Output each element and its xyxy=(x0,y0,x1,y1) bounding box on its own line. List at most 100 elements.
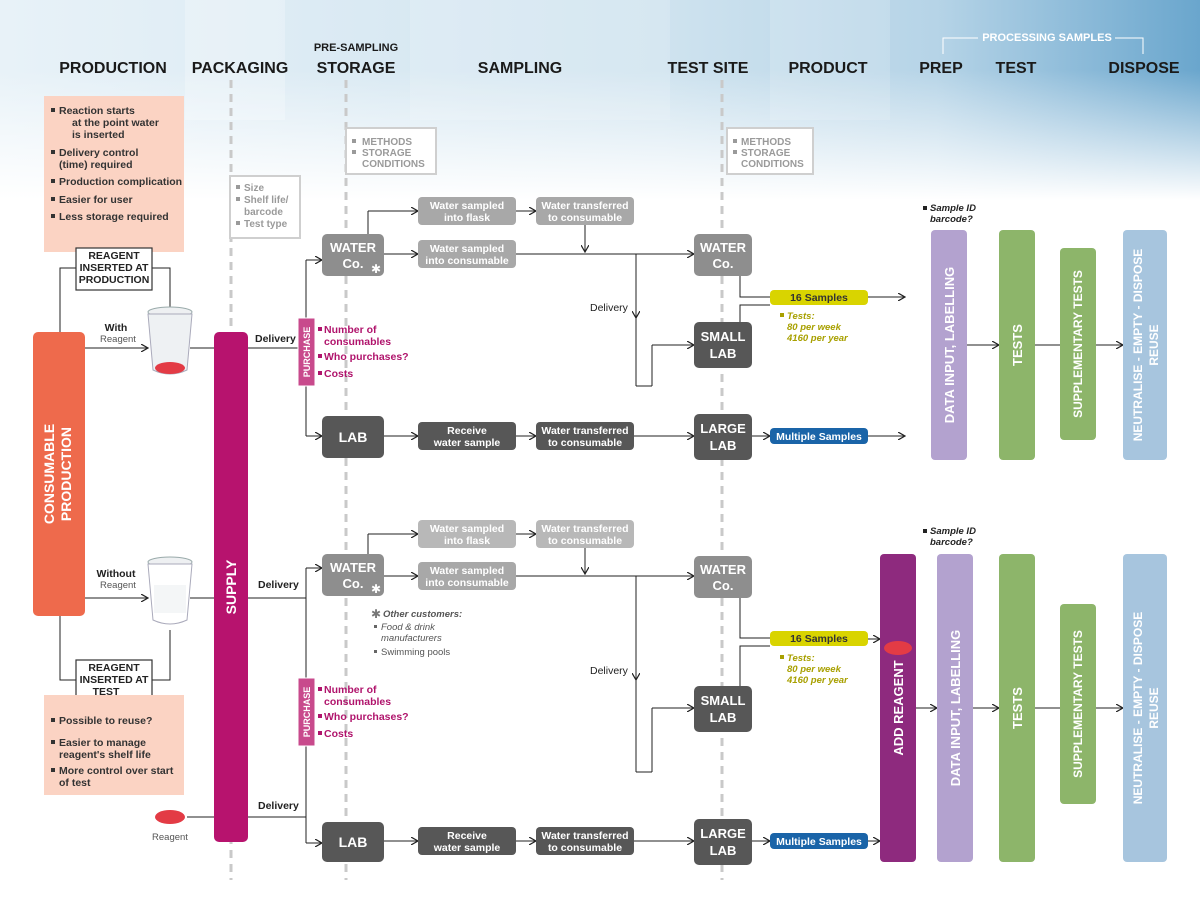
step-label: into consumable xyxy=(425,255,509,267)
supplementary-tests-bar xyxy=(1060,248,1096,440)
water-sampled-consumable-box xyxy=(418,240,516,268)
step-label: water sample xyxy=(433,842,501,854)
storage-note-text: METHODS xyxy=(362,137,412,148)
note-text: Less storage required xyxy=(59,211,169,223)
water-transferred-box xyxy=(536,520,634,548)
water-transferred-box xyxy=(536,422,634,450)
tests-label: TESTS xyxy=(1010,687,1025,729)
note-text: Reaction starts xyxy=(59,105,135,117)
storage-note-text: CONDITIONS xyxy=(362,159,425,170)
purchase-note-text: Costs xyxy=(324,728,353,740)
water-transferred-box xyxy=(536,197,634,225)
small-lab-box xyxy=(694,322,752,368)
purchase-note-text: consumables xyxy=(324,336,391,348)
reagent-box-text: INSERTED AT xyxy=(80,674,149,686)
dispose-label: NEUTRALISE - EMPTY - DISPOSE xyxy=(1131,612,1145,804)
tests-note-text: Tests: xyxy=(787,653,815,664)
without-reagent-label: Without xyxy=(97,568,136,580)
note-text: Easier for user xyxy=(59,194,133,206)
supplementary-tests-label: SUPPLEMENTARY TESTS xyxy=(1071,270,1085,418)
step-label: to consumable xyxy=(548,437,622,449)
step-label: into consumable xyxy=(425,577,509,589)
column-prep: PREP xyxy=(919,60,963,77)
water-co-label: WATER xyxy=(330,560,377,575)
test-site-notes-box xyxy=(726,127,814,175)
column-production: PRODUCTION xyxy=(59,60,167,77)
supplementary-tests-bar xyxy=(1060,604,1096,804)
data-input-bar xyxy=(931,230,967,460)
dispose-label: REUSE xyxy=(1147,687,1161,728)
step-label: Water sampled xyxy=(430,200,504,212)
sample-id-label: barcode? xyxy=(930,537,973,548)
note-text: Production complication xyxy=(59,176,182,188)
reagent-box-text: PRODUCTION xyxy=(79,274,150,286)
tests-note-text: 4160 per year xyxy=(786,675,849,686)
tests-note-text: 4160 per year xyxy=(786,333,849,344)
dispose-label: REUSE xyxy=(1147,324,1161,365)
dispose-bar xyxy=(1123,554,1167,862)
column-storage: STORAGE xyxy=(317,60,396,77)
small-lab-label: LAB xyxy=(710,710,737,725)
large-lab-label: LAB xyxy=(710,843,737,858)
large-lab-label: LARGE xyxy=(700,826,746,841)
other-customers-title: Other customers: xyxy=(383,609,462,620)
consumable-production-label: PRODUCTION xyxy=(58,427,74,521)
column-test: TEST xyxy=(996,60,1037,77)
small-lab-box xyxy=(694,686,752,732)
with-reagent-label: Reagent xyxy=(100,334,136,345)
reagent-box-text: REAGENT xyxy=(88,662,140,674)
lab-box xyxy=(322,416,384,458)
step-label: to consumable xyxy=(548,535,622,547)
reagent-box-text: REAGENT xyxy=(88,250,140,262)
data-input-label: DATA INPUT, LABELLING xyxy=(942,267,957,423)
data-input-label: DATA INPUT, LABELLING xyxy=(948,630,963,786)
multiple-samples-label: Multiple Samples xyxy=(776,836,862,848)
other-customers-text: Swimming pools xyxy=(381,647,450,658)
cup-with-reagent-icon xyxy=(147,306,193,375)
supplementary-tests-label: SUPPLEMENTARY TESTS xyxy=(1071,630,1085,778)
large-lab-box xyxy=(694,414,752,460)
storage-note-text: CONDITIONS xyxy=(741,159,804,170)
delivery-label: Delivery xyxy=(255,333,296,345)
sample-id-label: Sample ID xyxy=(930,526,976,537)
purchase-label: PURCHASE xyxy=(302,327,312,378)
sixteen-samples-label: 16 Samples xyxy=(790,292,848,304)
asterisk-icon: ✱ xyxy=(371,582,381,596)
water-co-test-box xyxy=(694,556,752,598)
lab-label: LAB xyxy=(339,834,368,850)
packaging-note-text: Size xyxy=(244,183,264,194)
reagent-label: Reagent xyxy=(152,832,188,843)
note-text: Possible to reuse? xyxy=(59,715,152,727)
delivery-label: Delivery xyxy=(258,579,299,591)
production-notes-top xyxy=(44,96,184,252)
water-co-box xyxy=(322,234,384,276)
other-customers-text: manufacturers xyxy=(381,633,442,644)
storage-note-text: STORAGE xyxy=(362,148,412,159)
production-notes-bottom xyxy=(44,695,184,795)
delivery-label: Delivery xyxy=(590,665,629,677)
reagent-pill-icon xyxy=(155,810,185,824)
packaging-note-text: Shelf life/ xyxy=(244,195,289,206)
tests-note-text: 80 per week xyxy=(787,664,842,675)
other-customers-text: Food & drink xyxy=(381,622,436,633)
column-sampling: SAMPLING xyxy=(478,60,562,77)
asterisk-icon: ✱ xyxy=(371,607,381,621)
multiple-samples-label: Multiple Samples xyxy=(776,431,862,443)
step-label: Receive xyxy=(447,425,487,437)
purchase-tag xyxy=(297,677,316,747)
consumable-production-label: CONSUMABLE xyxy=(41,424,57,524)
step-label: into flask xyxy=(444,535,490,547)
dispose-label: NEUTRALISE - EMPTY - DISPOSE xyxy=(1131,249,1145,441)
small-lab-label: SMALL xyxy=(701,693,746,708)
storage-note-text: STORAGE xyxy=(741,148,791,159)
tests-bar xyxy=(999,230,1035,460)
note-text: Delivery control xyxy=(59,147,138,159)
delivery-label: Delivery xyxy=(258,800,299,812)
supply-label: SUPPLY xyxy=(223,559,239,614)
multiple-samples-badge xyxy=(770,833,868,849)
sixteen-samples-badge xyxy=(770,290,868,305)
tests-note-text: 80 per week xyxy=(787,322,842,333)
packaging-note-text: barcode xyxy=(244,207,283,218)
water-co-label: WATER xyxy=(700,562,747,577)
